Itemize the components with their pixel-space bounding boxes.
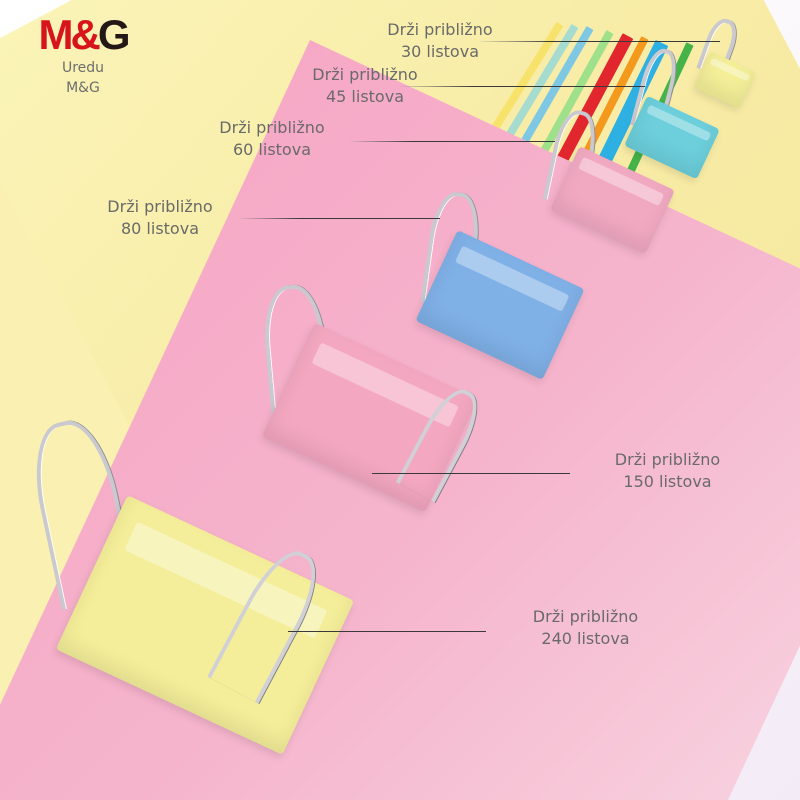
- callout-150-sheets: Drži približno 150 listova: [605, 449, 730, 493]
- callout-line1: Drži približno: [219, 118, 325, 137]
- callout-line2: 150 listova: [623, 472, 712, 491]
- callout-line1: Drži približno: [312, 65, 418, 84]
- callout-leader-line: [240, 218, 440, 219]
- callout-80-sheets: Drži približno 80 listova: [100, 196, 220, 240]
- callout-line2: 240 listova: [541, 629, 630, 648]
- callout-leader-line: [480, 41, 720, 42]
- logo-subtitle-line2: M&G: [66, 80, 100, 96]
- callout-leader-line: [372, 473, 570, 474]
- callout-line2: 45 listova: [325, 87, 404, 106]
- logo-letter-m: M: [38, 11, 73, 58]
- logo-ampersand: &: [70, 11, 100, 58]
- callout-line1: Drži približno: [532, 607, 639, 626]
- callout-line2: 30 listova: [400, 42, 479, 61]
- callout-line1: Drži približno: [387, 20, 493, 39]
- logo-letter-g: G: [97, 11, 131, 58]
- callout-60-sheets: Drži približno 60 listova: [212, 117, 332, 161]
- callout-leader-line: [400, 86, 645, 87]
- callout-line2: 80 listova: [120, 219, 199, 238]
- callout-30-sheets: Drži približno 30 listova: [380, 19, 500, 63]
- callout-leader-line: [288, 631, 486, 632]
- callout-line2: 60 listova: [232, 140, 311, 159]
- logo-mark: M&G: [18, 14, 148, 56]
- callout-line1: Drži približno: [107, 197, 213, 216]
- callout-leader-line: [350, 141, 555, 142]
- brand-logo: M&G Uredu M&G: [18, 14, 148, 98]
- callout-45-sheets: Drži približno 45 listova: [305, 64, 425, 108]
- logo-subtitle-line1: Uredu: [61, 60, 105, 76]
- callout-240-sheets: Drži približno 240 listova: [523, 606, 648, 650]
- callout-line1: Drži približno: [614, 450, 721, 469]
